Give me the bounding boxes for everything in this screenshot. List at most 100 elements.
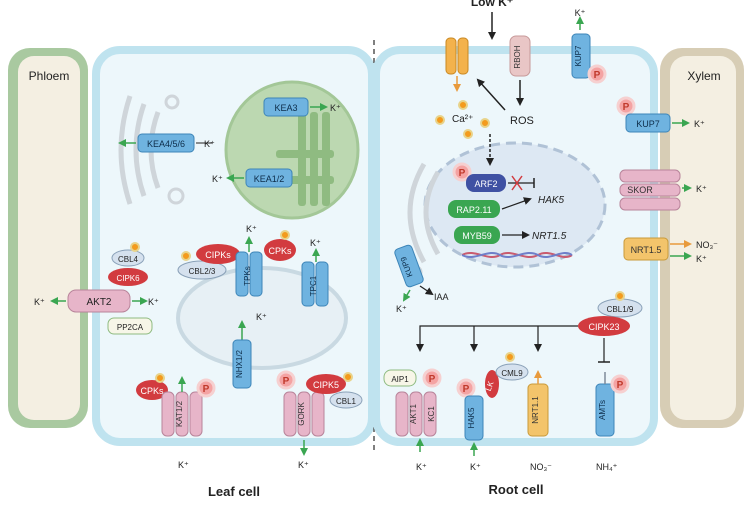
kat12-channel: CPKs KAT1/2 K⁺ P — [136, 373, 216, 470]
svg-text:CBL1/9: CBL1/9 — [607, 305, 634, 314]
svg-text:P: P — [459, 168, 466, 179]
svg-text:NH₄⁺: NH₄⁺ — [596, 462, 618, 472]
svg-text:KUP7: KUP7 — [574, 45, 583, 66]
nrt15-transporter: NRT1.5 NO₃⁻ K⁺ — [623, 237, 718, 264]
svg-text:K⁺: K⁺ — [696, 184, 707, 194]
svg-text:NHX1/2: NHX1/2 — [235, 349, 244, 378]
hak5-complex: P HAK5 LK CML9 K⁺ — [456, 352, 529, 472]
kup7-top: K⁺ KUP7 P — [571, 8, 607, 84]
kup9-transporter: KUP9 IAA K⁺ — [394, 244, 449, 314]
svg-text:GORK: GORK — [297, 402, 306, 426]
svg-text:CBL2/3: CBL2/3 — [189, 267, 216, 276]
svg-text:AMTs: AMTs — [598, 400, 607, 420]
svg-text:CPKs: CPKs — [268, 246, 292, 256]
svg-text:K⁺: K⁺ — [298, 460, 309, 470]
svg-text:CIPK6: CIPK6 — [116, 274, 140, 283]
svg-text:P: P — [617, 380, 624, 391]
rboh-label: RBOH — [513, 45, 522, 68]
kup7-right: P KUP7 K⁺ — [616, 96, 705, 133]
svg-text:K⁺: K⁺ — [148, 297, 159, 307]
svg-text:AIP1: AIP1 — [391, 375, 409, 384]
svg-text:KC1: KC1 — [427, 406, 436, 422]
svg-text:NRT1.1: NRT1.1 — [531, 396, 540, 424]
svg-text:PP2CA: PP2CA — [117, 323, 144, 332]
svg-text:KEA1/2: KEA1/2 — [254, 174, 285, 184]
svg-text:NRT1.5: NRT1.5 — [631, 245, 662, 255]
akt1-complex: AIP1 P AKT1 KC1 K⁺ — [383, 368, 442, 472]
amts-transporter: AMTs P NH₄⁺ — [595, 372, 630, 472]
svg-text:K⁺: K⁺ — [204, 139, 215, 149]
gork-channel: P GORK K⁺ CIPK5 CBL1 — [276, 370, 363, 470]
svg-text:HAK5: HAK5 — [538, 195, 565, 206]
svg-text:K⁺: K⁺ — [212, 174, 223, 184]
svg-text:K⁺: K⁺ — [416, 462, 427, 472]
svg-text:NRT1.5: NRT1.5 — [532, 231, 567, 242]
svg-text:CBL4: CBL4 — [118, 255, 139, 264]
akt2-complex: CBL4 CIPK6 AKT2 K⁺ K⁺ PP2CA — [34, 242, 159, 335]
svg-text:P: P — [283, 376, 290, 387]
svg-text:CIPKs: CIPKs — [205, 250, 231, 260]
low-k-label: Low K⁺ — [471, 0, 513, 9]
phloem-label: Phloem — [29, 69, 70, 83]
svg-text:LK: LK — [484, 379, 496, 392]
svg-text:K⁺: K⁺ — [310, 238, 321, 248]
svg-text:AKT2: AKT2 — [86, 297, 111, 308]
svg-text:CIPK23: CIPK23 — [588, 322, 619, 332]
rboh-protein: RBOH — [509, 35, 531, 77]
svg-text:NO₃⁻: NO₃⁻ — [530, 462, 552, 472]
tpc1-channel: TPC1 K⁺ — [301, 238, 329, 307]
xylem-label: Xylem — [687, 69, 720, 83]
tpks-complex: CBL2/3 CIPKs TPKs K⁺ CPKs K⁺ — [177, 224, 296, 322]
svg-text:CPKs: CPKs — [140, 386, 164, 396]
svg-text:K⁺: K⁺ — [396, 304, 407, 314]
svg-text:CML9: CML9 — [501, 369, 523, 378]
arf2-node: P ARF2 HAK5 — [452, 162, 565, 206]
svg-text:KEA4/5/6: KEA4/5/6 — [147, 139, 185, 149]
svg-text:K⁺: K⁺ — [246, 224, 257, 234]
svg-text:P: P — [429, 374, 436, 385]
svg-text:TPKs: TPKs — [243, 266, 252, 286]
svg-text:P: P — [623, 102, 630, 113]
svg-text:KUP7: KUP7 — [636, 119, 660, 129]
svg-text:K⁺: K⁺ — [694, 119, 705, 129]
svg-text:KAT1/2: KAT1/2 — [175, 400, 184, 427]
svg-text:K⁺: K⁺ — [178, 460, 189, 470]
skor-channel: SKOR K⁺ — [619, 169, 707, 211]
svg-text:AKT1: AKT1 — [409, 403, 418, 424]
leaf-cell-caption: Leaf cell — [208, 484, 260, 499]
svg-text:RAP2.11: RAP2.11 — [456, 205, 491, 215]
svg-text:ARF2: ARF2 — [474, 179, 497, 189]
kea3-transporter: KEA3 K⁺ — [263, 97, 341, 117]
svg-text:K⁺: K⁺ — [575, 8, 586, 18]
cipk23-complex: CBL1/9 CIPK23 — [578, 291, 643, 363]
nhx12-transporter: NHX1/2 — [232, 320, 252, 389]
ros-label: ROS — [510, 115, 534, 127]
root-cell-caption: Root cell — [489, 482, 544, 497]
svg-text:K⁺: K⁺ — [34, 297, 45, 307]
svg-text:P: P — [203, 384, 210, 395]
svg-text:K⁺: K⁺ — [696, 254, 707, 264]
svg-text:K⁺: K⁺ — [330, 103, 341, 113]
xylem: Xylem — [660, 48, 744, 428]
rap211-node: RAP2.11 — [448, 197, 532, 218]
svg-text:SKOR: SKOR — [627, 185, 653, 195]
svg-text:HAK5: HAK5 — [467, 407, 476, 428]
myb59-node: MYB59 NRT1.5 — [454, 226, 567, 244]
svg-text:K⁺: K⁺ — [256, 312, 267, 322]
svg-text:P: P — [594, 70, 601, 81]
calcium-ions — [435, 100, 490, 139]
cipk23-targets — [416, 325, 578, 352]
svg-text:CBL1: CBL1 — [336, 397, 357, 406]
svg-text:KEA3: KEA3 — [274, 103, 297, 113]
svg-text:TPC1: TPC1 — [309, 275, 318, 296]
kea12-transporter: K⁺ KEA1/2 — [212, 168, 293, 188]
svg-text:P: P — [463, 384, 470, 395]
calcium-label: Ca²⁺ — [452, 114, 473, 125]
calcium-channel — [445, 37, 469, 92]
svg-text:IAA: IAA — [434, 292, 449, 302]
svg-text:K⁺: K⁺ — [470, 462, 481, 472]
nrt11-transporter: NRT1.1 NO₃⁻ — [527, 370, 552, 472]
svg-text:CIPK5: CIPK5 — [313, 380, 339, 390]
